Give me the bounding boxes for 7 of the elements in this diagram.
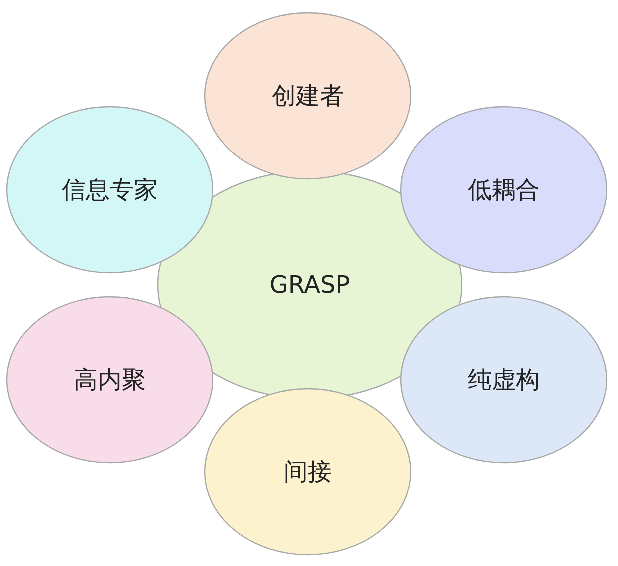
- concept-label: 纯虚构: [468, 365, 540, 396]
- concept-label: 低耦合: [468, 175, 540, 206]
- central-label: GRASP: [270, 271, 350, 299]
- concept-label: 信息专家: [62, 175, 158, 206]
- concept-label: 创建者: [272, 81, 344, 112]
- concept-label: 间接: [284, 457, 332, 488]
- concept-label: 高内聚: [74, 365, 146, 396]
